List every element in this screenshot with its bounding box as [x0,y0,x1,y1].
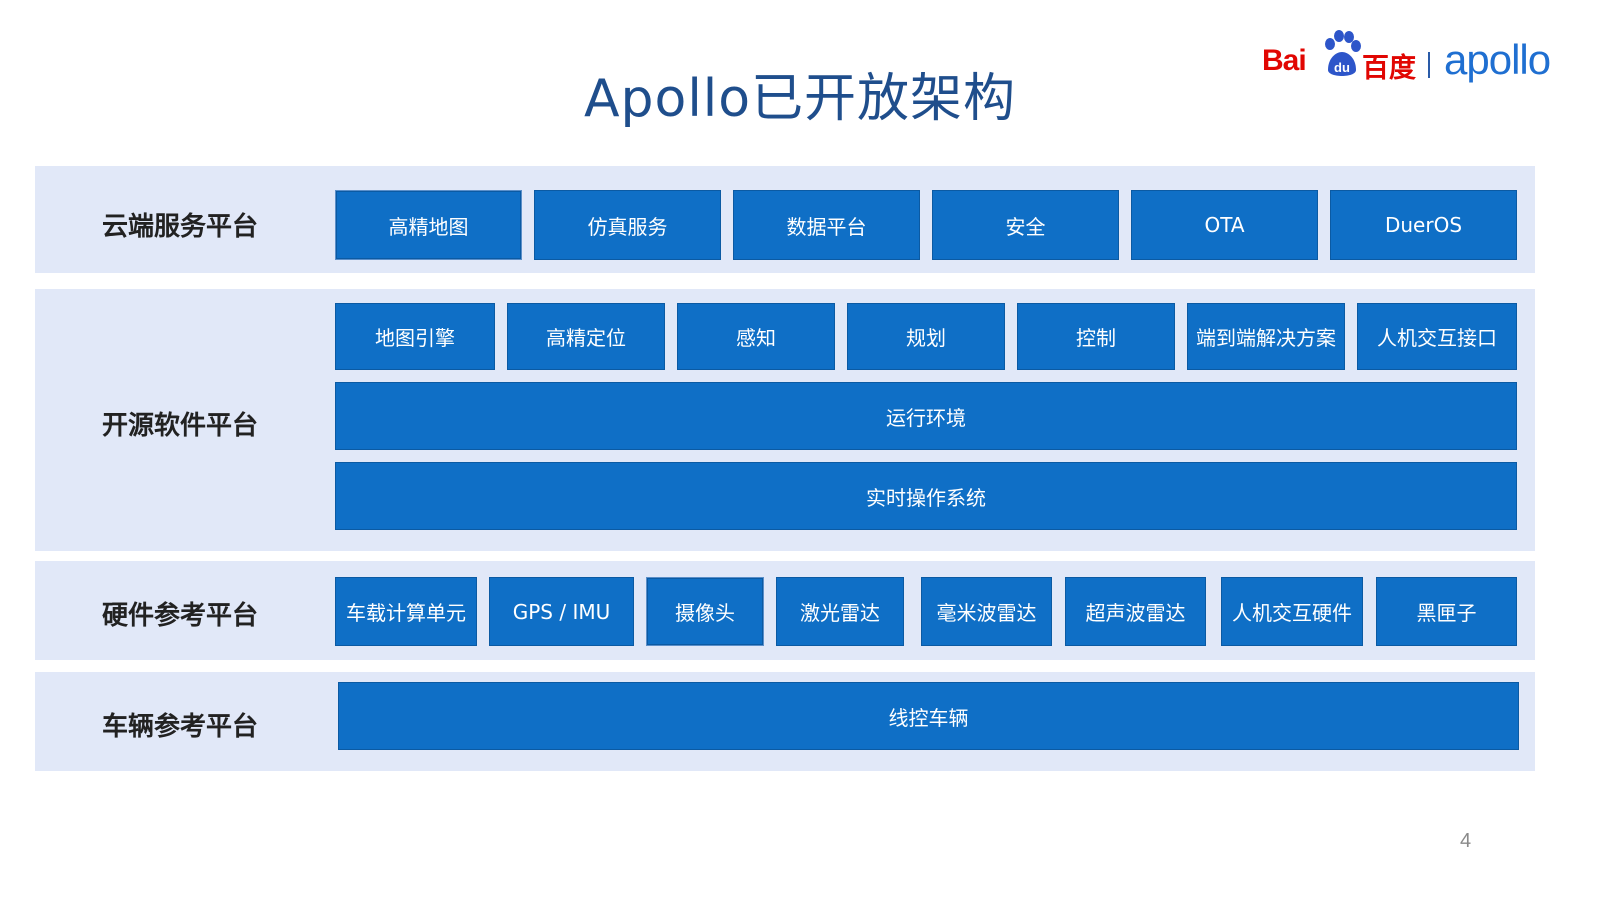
hardware-item-hmi-hardware[interactable]: 人机交互硬件 [1221,577,1363,646]
software-item-end-to-end[interactable]: 端到端解决方案 [1187,303,1345,370]
cloud-item-simulation[interactable]: 仿真服务 [534,190,721,260]
hardware-item-ultrasonic-radar[interactable]: 超声波雷达 [1065,577,1206,646]
software-item-localization[interactable]: 高精定位 [507,303,665,370]
software-rtos-bar[interactable]: 实时操作系统 [335,462,1517,530]
logo-separator [1428,52,1430,78]
cloud-item-hd-map[interactable]: 高精地图 [335,190,522,260]
hardware-item-compute-unit[interactable]: 车载计算单元 [335,577,477,646]
software-item-hmi-interface[interactable]: 人机交互接口 [1357,303,1517,370]
baidu-logo-text: Bai [1262,44,1307,77]
hardware-item-gps-imu[interactable]: GPS / IMU [489,577,634,646]
baidu-cn-text: 百度 [1362,53,1416,84]
apollo-logo-text: apollo [1444,36,1551,83]
cloud-item-data-platform[interactable]: 数据平台 [733,190,920,260]
software-platform-label: 开源软件平台 [101,411,258,441]
hardware-item-black-box[interactable]: 黑匣子 [1376,577,1517,646]
software-runtime-bar[interactable]: 运行环境 [335,382,1517,450]
cloud-item-security[interactable]: 安全 [932,190,1119,260]
hardware-platform-label: 硬件参考平台 [101,601,258,631]
software-item-control[interactable]: 控制 [1017,303,1175,370]
vehicle-platform-label: 车辆参考平台 [101,712,258,742]
cloud-item-ota[interactable]: OTA [1131,190,1318,260]
hardware-item-camera[interactable]: 摄像头 [646,577,764,646]
page-number: 4 [1460,830,1472,852]
baidu-apollo-logo: Bai du 百度 apollo [1262,30,1582,88]
page-title: Apollo已开放架构 [583,69,1017,129]
vehicle-item-drive-by-wire[interactable]: 线控车辆 [338,682,1519,750]
baidu-paw-icon: du [1325,30,1361,76]
hardware-item-mmwave-radar[interactable]: 毫米波雷达 [921,577,1052,646]
software-item-planning[interactable]: 规划 [847,303,1005,370]
cloud-item-dueros[interactable]: DuerOS [1330,190,1517,260]
software-item-map-engine[interactable]: 地图引擎 [335,303,495,370]
cloud-platform-label: 云端服务平台 [101,212,258,242]
baidu-du-text: du [1334,60,1350,75]
hardware-item-lidar[interactable]: 激光雷达 [776,577,904,646]
software-item-perception[interactable]: 感知 [677,303,835,370]
